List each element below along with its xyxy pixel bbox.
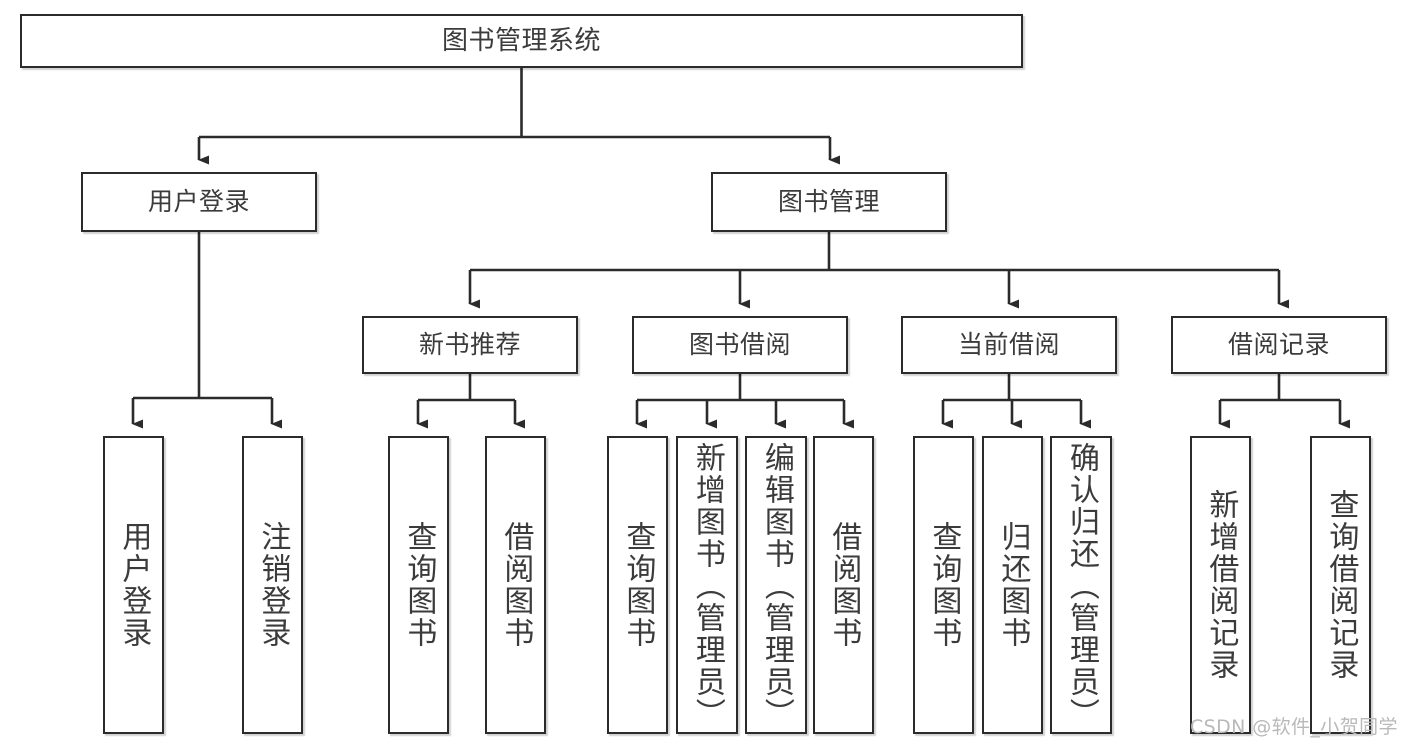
node-leaf-edit-book-label: 编辑图书（管理员） — [758, 442, 794, 730]
node-leaf-query-book-2-label: 查询图书 — [620, 521, 656, 649]
node-user-login-label: 用户登录 — [147, 187, 250, 217]
node-root-label: 图书管理系统 — [441, 25, 601, 56]
node-leaf-return-book[interactable]: 归还图书 — [982, 436, 1043, 734]
node-leaf-edit-book[interactable]: 编辑图书（管理员） — [745, 436, 807, 734]
node-leaf-query-book-2[interactable]: 查询图书 — [607, 436, 668, 734]
node-book-manage[interactable]: 图书管理 — [711, 172, 947, 232]
node-leaf-user-logout-label: 注销登录 — [255, 521, 291, 649]
node-leaf-return-book-label: 归还图书 — [995, 521, 1031, 649]
node-leaf-query-book-1-label: 查询图书 — [401, 521, 437, 649]
node-leaf-user-logout[interactable]: 注销登录 — [242, 436, 303, 734]
node-leaf-user-login-label: 用户登录 — [116, 521, 152, 649]
node-new-book-rec[interactable]: 新书推荐 — [362, 316, 578, 374]
node-leaf-query-book-1[interactable]: 查询图书 — [388, 436, 449, 734]
node-current-borrow[interactable]: 当前借阅 — [901, 316, 1117, 374]
node-new-book-rec-label: 新书推荐 — [418, 330, 521, 360]
node-borrow-record-label: 借阅记录 — [1227, 330, 1330, 360]
node-borrow-record[interactable]: 借阅记录 — [1171, 316, 1387, 374]
node-book-borrow-label: 图书借阅 — [688, 330, 791, 360]
node-leaf-user-login[interactable]: 用户登录 — [103, 436, 164, 734]
node-book-borrow[interactable]: 图书借阅 — [632, 316, 848, 374]
node-leaf-add-record-label: 新增借阅记录 — [1203, 489, 1239, 681]
csdn-watermark: CSDN @软件_小贺同学 — [1190, 716, 1398, 738]
node-root[interactable]: 图书管理系统 — [20, 14, 1023, 68]
node-book-manage-label: 图书管理 — [777, 187, 880, 217]
node-leaf-query-book-3-label: 查询图书 — [926, 521, 962, 649]
node-leaf-borrow-book-1[interactable]: 借阅图书 — [485, 436, 546, 734]
node-leaf-query-record-label: 查询借阅记录 — [1323, 489, 1359, 681]
node-leaf-add-book-label: 新增图书（管理员） — [689, 442, 725, 730]
node-leaf-add-book[interactable]: 新增图书（管理员） — [676, 436, 738, 734]
node-leaf-borrow-book-2[interactable]: 借阅图书 — [813, 436, 874, 734]
node-leaf-confirm-return-label: 确认归还（管理员） — [1063, 442, 1099, 730]
node-leaf-query-record[interactable]: 查询借阅记录 — [1310, 436, 1371, 734]
node-leaf-query-book-3[interactable]: 查询图书 — [913, 436, 974, 734]
node-leaf-borrow-book-2-label: 借阅图书 — [826, 521, 862, 649]
node-leaf-add-record[interactable]: 新增借阅记录 — [1190, 436, 1251, 734]
node-leaf-confirm-return[interactable]: 确认归还（管理员） — [1050, 436, 1112, 734]
node-current-borrow-label: 当前借阅 — [957, 330, 1060, 360]
node-leaf-borrow-book-1-label: 借阅图书 — [498, 521, 534, 649]
node-user-login[interactable]: 用户登录 — [81, 172, 317, 232]
